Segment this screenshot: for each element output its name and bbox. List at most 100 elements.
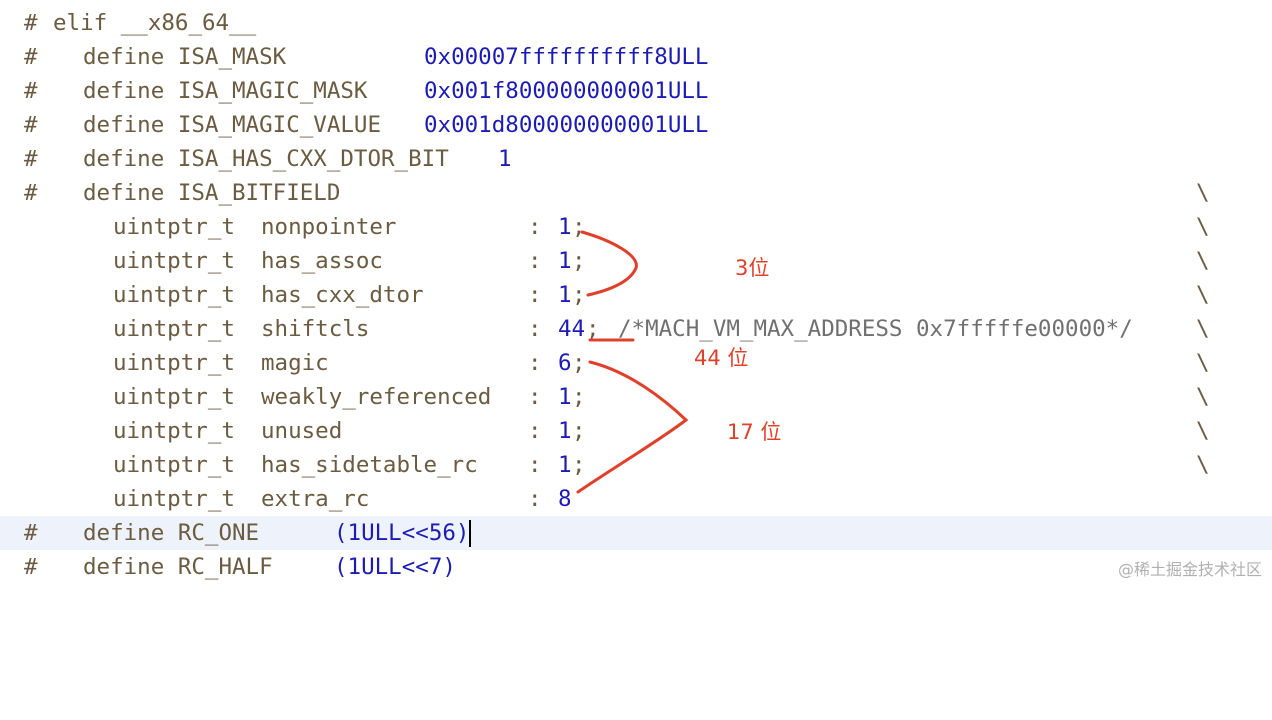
field-type: uintptr_t xyxy=(113,248,235,274)
field-type: uintptr_t xyxy=(113,282,235,308)
field-line-shiftcls: uintptr_t shiftcls : 44 ; /*MACH_VM_MAX_… xyxy=(0,312,1272,346)
define-name: define ISA_BITFIELD xyxy=(83,180,341,206)
define-value: (1ULL<<7) xyxy=(334,554,456,580)
field-colon: : xyxy=(528,282,542,308)
line-continuation: \ xyxy=(1196,316,1210,342)
define-value: 0x001f800000000001ULL xyxy=(424,78,709,104)
define-value: (1ULL<<56) xyxy=(334,520,470,546)
field-colon: : xyxy=(528,316,542,342)
field-semicolon: ; xyxy=(572,384,586,410)
field-type: uintptr_t xyxy=(113,350,235,376)
field-bits: 1 xyxy=(558,282,572,308)
field-bits: 1 xyxy=(558,214,572,240)
annotation-marks xyxy=(576,230,689,494)
line-continuation: \ xyxy=(1196,180,1210,206)
define-name: define RC_ONE xyxy=(83,520,260,546)
hash-mark: # xyxy=(24,112,38,138)
line-continuation: \ xyxy=(1196,248,1210,274)
hash-mark: # xyxy=(24,554,38,580)
field-bits: 1 xyxy=(558,384,572,410)
field-name: nonpointer xyxy=(261,214,397,240)
code-line-isa-magic-mask: # define ISA_MAGIC_MASK 0x001f8000000000… xyxy=(0,74,1272,108)
field-colon: : xyxy=(528,214,542,240)
field-comment: /*MACH_VM_MAX_ADDRESS 0x7fffffe00000*/ xyxy=(618,316,1133,342)
define-value: 1 xyxy=(498,146,512,172)
field-line-nonpointer: uintptr_t nonpointer : 1 ; \ xyxy=(0,210,1272,244)
code-line-elif: # elif __x86_64__ xyxy=(0,6,1272,40)
field-name: has_sidetable_rc xyxy=(261,452,478,478)
field-name: has_assoc xyxy=(261,248,383,274)
field-semicolon: ; xyxy=(572,248,586,274)
field-colon: : xyxy=(528,418,542,444)
field-type: uintptr_t xyxy=(113,316,235,342)
code-line-rc-half: # define RC_HALF (1ULL<<7) xyxy=(0,550,1272,584)
elif-directive: elif __x86_64__ xyxy=(53,10,257,36)
field-type: uintptr_t xyxy=(113,384,235,410)
hash-mark: # xyxy=(24,78,38,104)
hash-mark: # xyxy=(24,520,38,546)
field-type: uintptr_t xyxy=(113,214,235,240)
hash-mark: # xyxy=(24,10,38,36)
field-type: uintptr_t xyxy=(113,486,235,512)
field-bits: 8 xyxy=(558,486,572,512)
field-semicolon: ; xyxy=(586,316,600,342)
field-type: uintptr_t xyxy=(113,452,235,478)
annotation-44-bits: 44 位 xyxy=(694,346,749,370)
field-colon: : xyxy=(528,486,542,512)
field-bits: 6 xyxy=(558,350,572,376)
field-line-has-assoc: uintptr_t has_assoc : 1 ; \ xyxy=(0,244,1272,278)
field-line-magic: uintptr_t magic : 6 ; \ xyxy=(0,346,1272,380)
hash-mark: # xyxy=(24,44,38,70)
code-editor[interactable]: # elif __x86_64__ # define ISA_MASK 0x00… xyxy=(0,0,1272,586)
field-colon: : xyxy=(528,452,542,478)
field-colon: : xyxy=(528,248,542,274)
field-semicolon: ; xyxy=(572,452,586,478)
line-continuation: \ xyxy=(1196,214,1210,240)
line-continuation: \ xyxy=(1196,350,1210,376)
define-name: define ISA_MAGIC_VALUE xyxy=(83,112,382,138)
define-value: 0x001d800000000001ULL xyxy=(424,112,709,138)
brace-3-bits xyxy=(580,230,638,297)
field-name: extra_rc xyxy=(261,486,370,512)
field-semicolon: ; xyxy=(572,418,586,444)
hash-mark: # xyxy=(24,146,38,172)
field-bits: 1 xyxy=(558,452,572,478)
field-name: weakly_referenced xyxy=(261,384,492,410)
annotation-17-bits: 17 位 xyxy=(727,420,782,444)
text-cursor xyxy=(467,516,471,550)
code-line-rc-one: # define RC_ONE (1ULL<<56) xyxy=(0,516,1272,550)
code-line-has-cxx-dtor-bit: # define ISA_HAS_CXX_DTOR_BIT 1 xyxy=(0,142,1272,176)
line-continuation: \ xyxy=(1196,452,1210,478)
field-semicolon: ; xyxy=(572,350,586,376)
line-continuation: \ xyxy=(1196,384,1210,410)
field-line-weakly-referenced: uintptr_t weakly_referenced : 1 ; \ xyxy=(0,380,1272,414)
field-line-unused: uintptr_t unused : 1 ; \ xyxy=(0,414,1272,448)
field-bits: 44 xyxy=(558,316,586,342)
brace-17-bits xyxy=(576,360,689,494)
code-line-isa-magic-value: # define ISA_MAGIC_VALUE 0x001d800000000… xyxy=(0,108,1272,142)
field-line-extra-rc: uintptr_t extra_rc : 8 xyxy=(0,482,1272,516)
field-bits: 1 xyxy=(558,248,572,274)
line-continuation: \ xyxy=(1196,282,1210,308)
define-name: define RC_HALF xyxy=(83,554,273,580)
code-line-isa-mask: # define ISA_MASK 0x00007ffffffffff8ULL xyxy=(0,40,1272,74)
define-name: define ISA_MASK xyxy=(83,44,287,70)
annotation-3-bits: 3位 xyxy=(735,256,770,280)
line-continuation: \ xyxy=(1196,418,1210,444)
field-name: shiftcls xyxy=(261,316,370,342)
field-semicolon: ; xyxy=(572,282,586,308)
field-name: magic xyxy=(261,350,329,376)
field-bits: 1 xyxy=(558,418,572,444)
field-colon: : xyxy=(528,384,542,410)
define-name: define ISA_MAGIC_MASK xyxy=(83,78,368,104)
hash-mark: # xyxy=(24,180,38,206)
code-line-isa-bitfield: # define ISA_BITFIELD \ xyxy=(0,176,1272,210)
field-name: has_cxx_dtor xyxy=(261,282,424,308)
field-line-has-sidetable-rc: uintptr_t has_sidetable_rc : 1 ; \ xyxy=(0,448,1272,482)
field-type: uintptr_t xyxy=(113,418,235,444)
define-value: 0x00007ffffffffff8ULL xyxy=(424,44,709,70)
field-colon: : xyxy=(528,350,542,376)
field-name: unused xyxy=(261,418,343,444)
define-name: define ISA_HAS_CXX_DTOR_BIT xyxy=(83,146,449,172)
watermark: @稀土掘金技术社区 xyxy=(1117,560,1262,579)
